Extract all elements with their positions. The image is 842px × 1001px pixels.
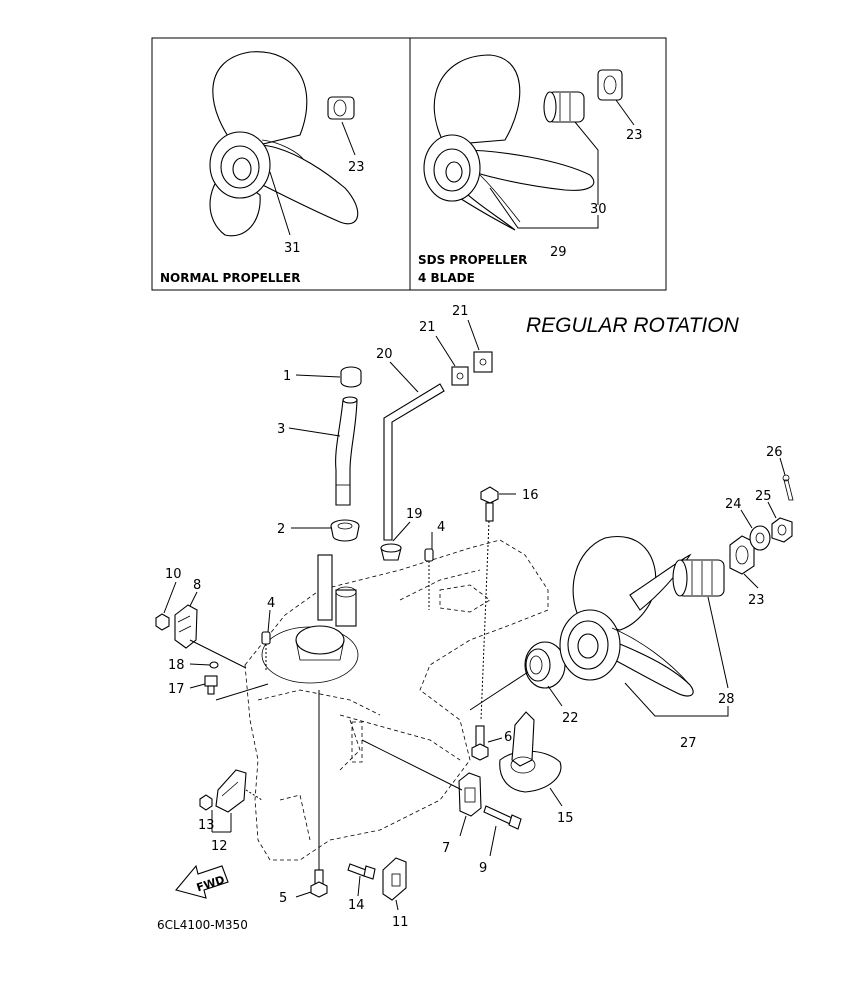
part-10-nut: 10 — [155, 567, 182, 631]
water-pump-area — [261, 554, 359, 684]
callout-27: 27 — [680, 736, 697, 751]
callout-7: 7 — [442, 841, 450, 856]
part-6-bolt: 6 — [471, 725, 512, 761]
callout-1: 1 — [283, 369, 291, 384]
callout-11: 11 — [392, 915, 409, 930]
callout-28: 28 — [718, 692, 735, 707]
rotation-heading: REGULAR ROTATION — [526, 314, 740, 337]
callout-18: 18 — [168, 658, 185, 673]
callout-21: 21 — [452, 304, 469, 319]
forward-arrow: FWD — [175, 864, 229, 899]
callout-9: 9 — [479, 861, 487, 876]
callout-8: 8 — [193, 578, 201, 593]
part-14-screw: 14 — [347, 863, 376, 913]
callout-16: 16 — [522, 488, 539, 503]
part-8-bracket: 8 — [174, 578, 247, 669]
part-16-bolt: 16 — [480, 486, 539, 721]
part-4-dowel-upper: 4 — [424, 520, 445, 610]
part-2-seal: 2 — [277, 519, 360, 542]
callout-13: 13 — [198, 818, 215, 833]
sds-propeller-caption-line1: SDS PROPELLER — [418, 253, 527, 267]
part-26-cotter-pin: 26 — [766, 445, 794, 501]
lower-casing — [244, 539, 549, 861]
part-25-nut: 25 — [755, 489, 793, 543]
part-1-grommet: 1 — [283, 366, 362, 388]
callout-30: 30 — [590, 202, 607, 217]
part-11-anode: 11 — [382, 857, 409, 930]
part-21-clips: 21 21 — [419, 304, 493, 386]
callout-17: 17 — [168, 682, 185, 697]
callout-12: 12 — [211, 839, 228, 854]
diagram-code: 6CL4100-M350 — [157, 918, 248, 932]
part-3-water-tube: 3 — [277, 396, 358, 506]
callout-10: 10 — [165, 567, 182, 582]
part-4-dowel-lower: 4 — [261, 596, 275, 670]
callout-22: 22 — [562, 711, 579, 726]
callout-23: 23 — [748, 593, 765, 608]
normal-propeller-caption: NORMAL PROPELLER — [160, 271, 301, 285]
callout-19: 19 — [406, 507, 423, 522]
part-19-bushing: 19 — [380, 507, 423, 561]
sds-propeller-caption-line2: 4 BLADE — [418, 271, 475, 285]
callout-5: 5 — [279, 891, 287, 906]
part-24-washer: 24 — [725, 497, 771, 551]
callout-24: 24 — [725, 497, 742, 512]
callout-29: 29 — [550, 245, 567, 260]
callout-14: 14 — [348, 898, 365, 913]
callout-25: 25 — [755, 489, 772, 504]
callout-6: 6 — [504, 730, 512, 745]
callout-26: 26 — [766, 445, 783, 460]
callout-15: 15 — [557, 811, 574, 826]
part-17-plug: 17 — [168, 675, 269, 701]
part-7-anode: 7 — [361, 739, 482, 856]
inset-panel — [151, 37, 667, 291]
callout-2: 2 — [277, 522, 285, 537]
inset-frame — [151, 37, 667, 291]
sds-propeller-drawing: 23 30 29 SDS PROPELLER 4 BLADE — [418, 54, 643, 285]
part-23-washer: 23 — [729, 535, 765, 608]
callout-31: 31 — [284, 241, 301, 256]
callout-20: 20 — [376, 347, 393, 362]
callout-21: 21 — [419, 320, 436, 335]
callout-23: 23 — [348, 160, 365, 175]
callout-4: 4 — [437, 520, 445, 535]
part-18-o-ring: 18 — [168, 658, 219, 673]
callout-23: 23 — [626, 128, 643, 143]
part-15-trim-tab: 15 — [499, 711, 574, 826]
part-13-bolt: 13 — [198, 794, 215, 833]
normal-propeller-drawing: 23 31 NORMAL PROPELLER — [160, 51, 365, 285]
part-5-bolt: 5 — [279, 690, 328, 906]
part-12-cover: 12 — [211, 769, 263, 854]
callout-3: 3 — [277, 422, 285, 437]
part-20-shift-rod: 20 — [376, 347, 445, 541]
callout-4: 4 — [267, 596, 275, 611]
part-28-bushing: 28 — [672, 559, 735, 707]
part-9-screw: 9 — [479, 805, 522, 876]
